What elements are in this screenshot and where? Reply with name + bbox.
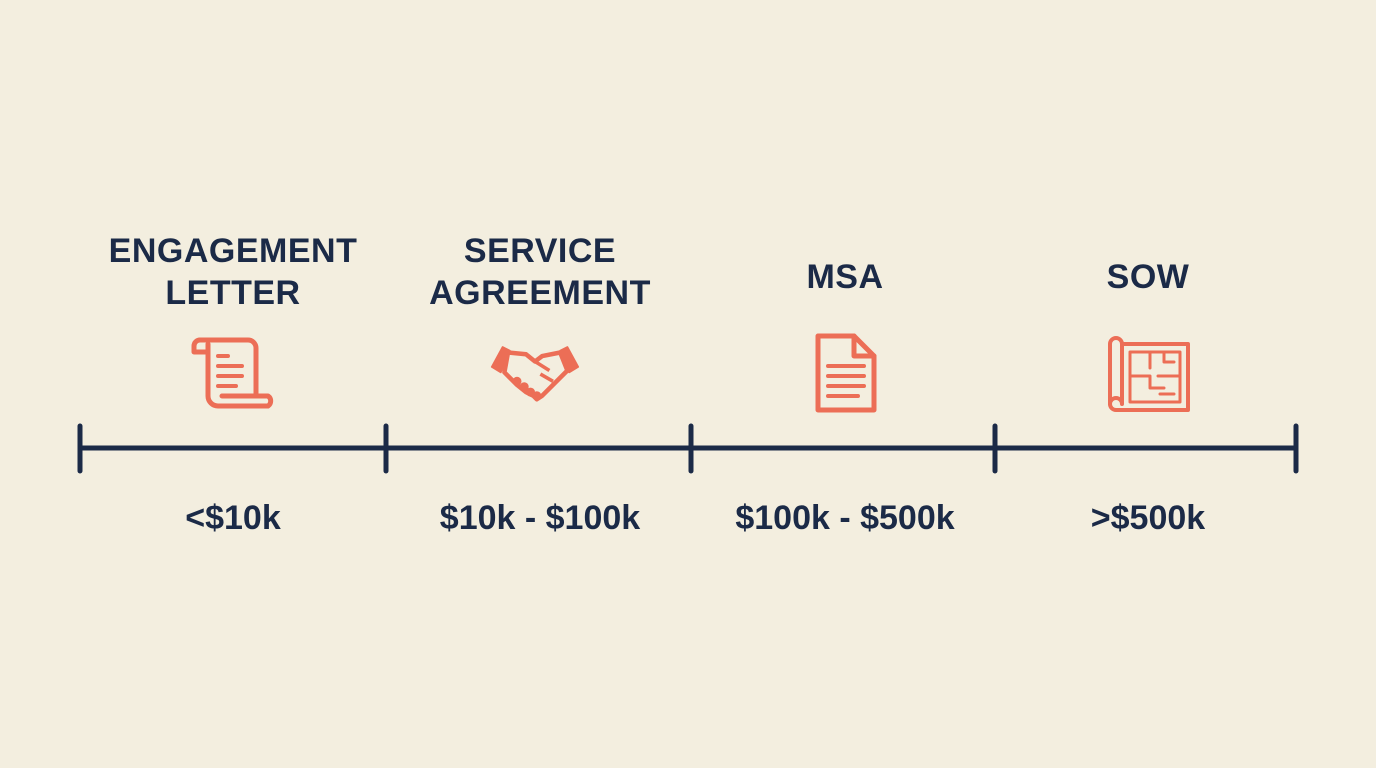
range-label-service-agreement: $10k - $100k [439, 499, 641, 537]
segment-title-engagement-letter: ENGAGEMENT LETTER [108, 232, 358, 312]
range-label-sow: >$500k [1090, 499, 1206, 537]
handshake-icon [490, 346, 580, 402]
range-label-engagement-letter: <$10k [185, 499, 281, 537]
segment-title-msa: MSA [806, 258, 884, 296]
blueprint-icon [1108, 336, 1190, 412]
scroll-document-icon [191, 337, 274, 409]
segment-title-sow: SOW [1106, 258, 1190, 296]
segment-title-service-agreement: SERVICE AGREEMENT [429, 232, 651, 312]
range-label-msa: $100k - $500k [735, 499, 955, 537]
document-icon [815, 333, 877, 413]
